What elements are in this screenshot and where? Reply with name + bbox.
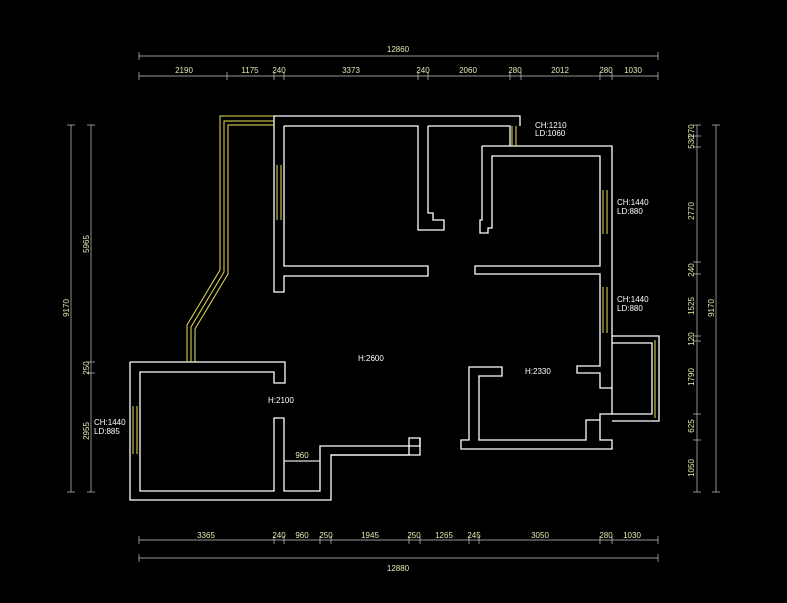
- opening-ld-880-b: LD:880: [617, 304, 643, 313]
- bottom-dim-6: 250: [407, 531, 421, 540]
- bottom-dim-1: 3365: [197, 531, 215, 540]
- bottom-dim-10: 280: [599, 531, 613, 540]
- top-dim-3: 240: [272, 66, 286, 75]
- top-wall-inner-right: [428, 125, 511, 146]
- opening-ld-885: LD:885: [94, 427, 120, 436]
- bottom-dim-9: 3050: [531, 531, 549, 540]
- top-dim-8: 2012: [551, 66, 569, 75]
- bottom-dim-5: 1945: [361, 531, 379, 540]
- upper-right-room-walls: [474, 145, 613, 389]
- top-wall-outer: [274, 115, 521, 126]
- top-dim-7: 280: [508, 66, 522, 75]
- bottom-outer-walls: [129, 362, 421, 501]
- right-dim-3: 2770: [687, 202, 696, 220]
- lower-right-room-walls: [460, 366, 613, 450]
- opening-ch-1440-c: CH:1440: [94, 418, 126, 427]
- bottom-dim-8: 245: [467, 531, 481, 540]
- bottom-dim-4: 250: [319, 531, 333, 540]
- height-label-2330: H:2330: [525, 367, 551, 376]
- bottom-dim-3: 960: [295, 531, 309, 540]
- top-dim-5: 240: [416, 66, 430, 75]
- top-dim-6: 2060: [459, 66, 477, 75]
- left-dim-1: 5965: [82, 235, 91, 253]
- top-dim-4: 3373: [342, 66, 360, 75]
- bottom-dim-7: 1265: [435, 531, 453, 540]
- right-dim-9: 1050: [687, 459, 696, 477]
- bottom-dim-11: 1030: [623, 531, 641, 540]
- right-dimensions: 270 530 2770 240 1525 120 1790 625 1050 …: [687, 124, 720, 493]
- partition-stub: [427, 126, 445, 231]
- left-angled-window-inner: [194, 124, 274, 362]
- left-dimensions: 9170 5965 250 2955: [62, 124, 95, 493]
- top-dimensions: 12860 2190 1175 240 3373 240 2060 280 20…: [138, 45, 659, 80]
- bottom-total-dim: 12880: [387, 564, 410, 573]
- right-dim-4: 240: [687, 263, 696, 277]
- right-total-dim: 9170: [707, 299, 716, 317]
- opening-ld-880-a: LD:880: [617, 207, 643, 216]
- balcony-outline: [612, 335, 660, 422]
- inner-dim-960: 960: [295, 451, 309, 460]
- right-dim-2: 530: [687, 135, 696, 149]
- opening-ld-1060: LD:1060: [535, 129, 566, 138]
- windows: [132, 115, 656, 454]
- right-dim-8: 625: [687, 419, 696, 433]
- top-dim-10: 1030: [624, 66, 642, 75]
- bottom-dimensions: 3365 240 960 250 1945 250 1265 245 3050 …: [138, 531, 659, 573]
- labels: CH:1210 LD:1060 CH:1440 LD:880 CH:1440 L…: [94, 121, 649, 436]
- top-dim-9: 280: [599, 66, 613, 75]
- top-total-dim: 12860: [387, 45, 410, 54]
- right-dim-1: 270: [687, 124, 696, 138]
- height-label-2100: H:2100: [268, 396, 294, 405]
- upper-left-room-walls: [273, 116, 429, 293]
- bottom-step: [331, 438, 421, 456]
- top-wall-inner-left: [284, 125, 428, 231]
- left-angled-window-outer: [186, 115, 274, 362]
- left-angled-window-mid: [190, 120, 274, 362]
- height-label-2600: H:2600: [358, 354, 384, 363]
- left-dim-2: 250: [82, 361, 91, 375]
- opening-ch-1440-a: CH:1440: [617, 198, 649, 207]
- top-dim-2: 1175: [241, 66, 259, 75]
- right-dim-6: 120: [687, 332, 696, 346]
- bottom-dim-2: 240: [272, 531, 286, 540]
- lower-left-room-walls: [130, 361, 321, 492]
- left-total-dim: 9170: [62, 299, 71, 317]
- opening-ch-1210: CH:1210: [535, 121, 567, 130]
- balcony-inner: [612, 342, 653, 415]
- left-dim-3: 2955: [82, 422, 91, 440]
- walls: [129, 115, 660, 501]
- right-dim-7: 1790: [687, 368, 696, 386]
- top-dim-1: 2190: [175, 66, 193, 75]
- right-dim-5: 1525: [687, 297, 696, 315]
- opening-ch-1440-b: CH:1440: [617, 295, 649, 304]
